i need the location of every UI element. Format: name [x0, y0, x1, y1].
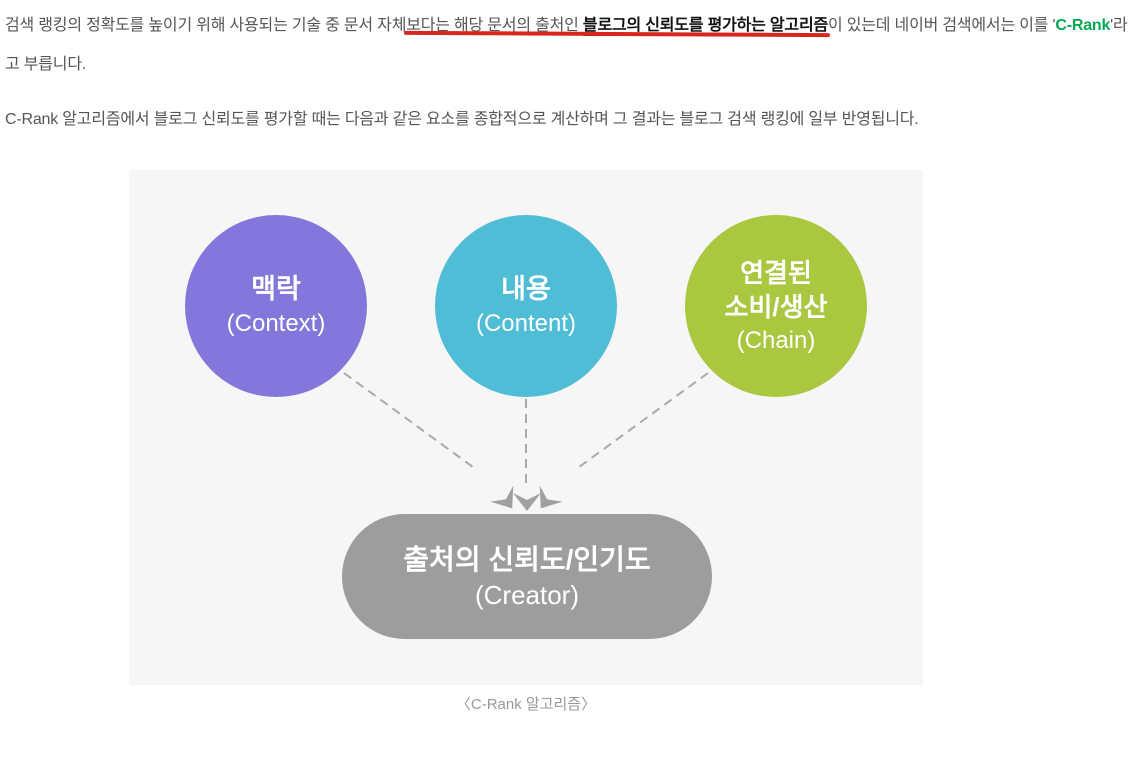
arrow-content-to-creator: [513, 399, 541, 511]
flow-arrows: [343, 372, 709, 511]
intro-text-tail: '라고 부릅니다.: [5, 17, 1128, 73]
arrow-context-to-creator: [343, 372, 514, 509]
node-chain-label-line2: 소비/생산: [724, 291, 828, 322]
intro-text-lead: 검색 랭킹의 정확도를 높이기 위해 사용되는 기술 중 문서 자체보다는 해당…: [5, 17, 583, 34]
node-creator: 출처의 신뢰도/인기도 (Creator): [342, 514, 712, 639]
node-context: 맥락 (Context): [185, 215, 367, 397]
node-creator-label: 출처의 신뢰도/인기도: [403, 544, 651, 575]
node-content: 내용 (Content): [435, 215, 617, 397]
crank-term: C-Rank: [1055, 17, 1111, 34]
paragraph-crank-description: C-Rank 알고리즘에서 블로그 신뢰도를 평가할 때는 다음과 같은 요소를…: [5, 111, 919, 128]
node-chain-sublabel: (Chain): [736, 326, 816, 354]
node-chain: 연결된 소비/생산 (Chain): [685, 215, 867, 397]
node-context-sublabel: (Context): [226, 310, 326, 337]
arrow-chain-to-creator: [539, 372, 709, 509]
intro-text-middle: 이 있는데 네이버 검색에서는 이를 ': [827, 17, 1056, 34]
node-content-sublabel: (Content): [475, 310, 577, 337]
node-content-label: 내용: [501, 274, 551, 304]
paragraph-intro: 검색 랭킹의 정확도를 높이기 위해 사용되는 기술 중 문서 자체보다는 해당…: [5, 6, 1129, 84]
node-context-label: 맥락: [251, 274, 301, 304]
crank-diagram: 맥락 (Context) 내용 (Content) 연결된 소비/생산 (Cha…: [129, 170, 923, 685]
node-chain-label-line1: 연결된: [740, 257, 812, 288]
intro-text-emphasis: 블로그의 신뢰도를 평가하는 알고리즘: [582, 17, 828, 36]
diagram-caption: 〈C-Rank 알고리즘〉: [455, 696, 597, 713]
node-creator-sublabel: (Creator): [474, 580, 579, 610]
